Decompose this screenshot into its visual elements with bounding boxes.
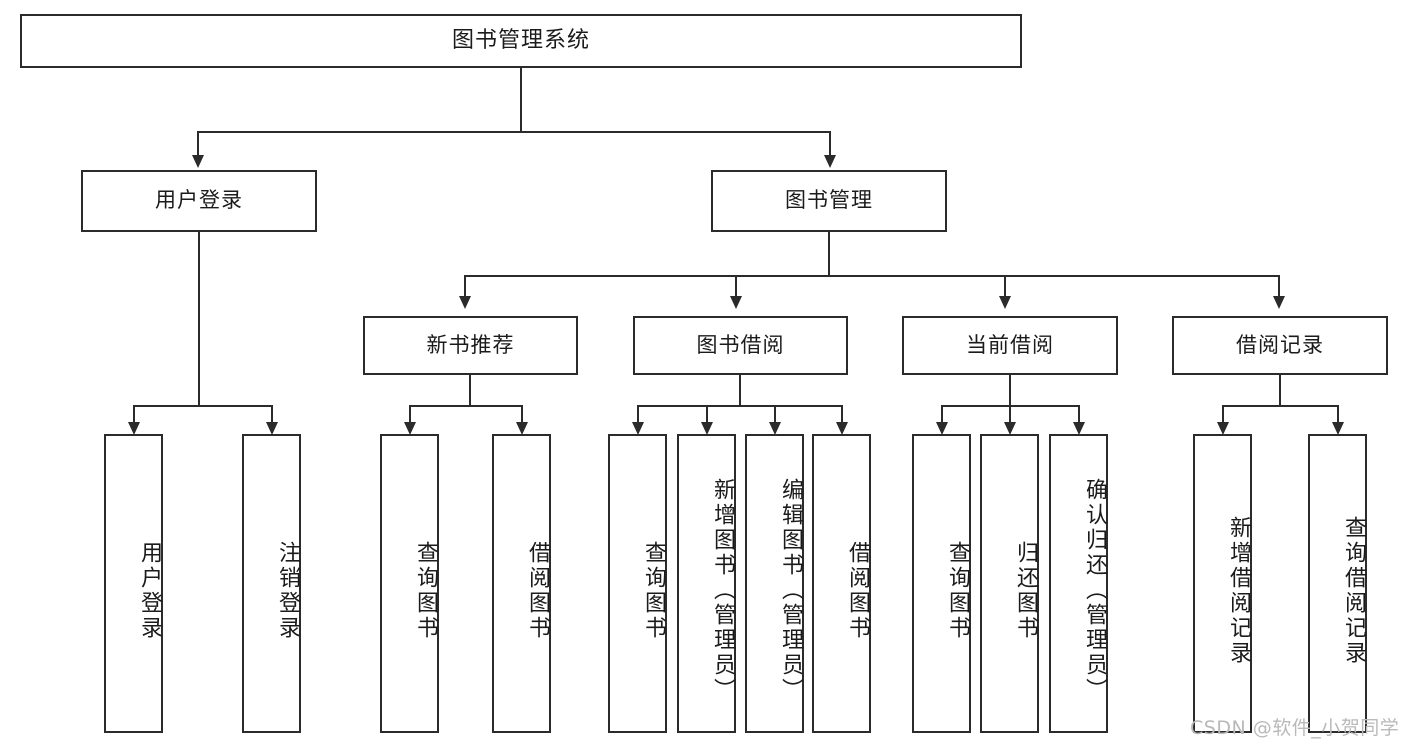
node-book-manage[interactable]: 图书管理 bbox=[711, 170, 947, 232]
arrowhead-new-book-recommend bbox=[459, 296, 471, 309]
node-leaf-query-book-1[interactable]: 查询图书 bbox=[380, 434, 439, 733]
node-leaf-user-login[interactable]: 用户登录 bbox=[104, 434, 163, 733]
connector-bb-stem bbox=[739, 375, 741, 405]
node-leaf-borrow-book-2[interactable]: 借阅图书 bbox=[812, 434, 871, 733]
connector-nbr-stem bbox=[469, 375, 471, 405]
arrowhead-leaf-confirm-return bbox=[1073, 422, 1085, 435]
connector-br-to-leaf-1 bbox=[1222, 405, 1224, 424]
node-root[interactable]: 图书管理系统 bbox=[20, 14, 1022, 68]
arrowhead-leaf-borrow-book-2 bbox=[836, 422, 848, 435]
node-leaf-edit-book[interactable]: 编辑图书（管理员） bbox=[745, 434, 804, 733]
node-current-borrow[interactable]: 当前借阅 bbox=[902, 316, 1118, 375]
connector-bb-to-leaf-1 bbox=[637, 405, 639, 424]
connector-cb-to-leaf-2 bbox=[1009, 405, 1011, 424]
node-new-book-recommend[interactable]: 新书推荐 bbox=[363, 316, 578, 375]
connector-nbr-to-leaf-1 bbox=[409, 405, 411, 424]
arrowhead-leaf-query-book-1 bbox=[404, 422, 416, 435]
arrowhead-leaf-query-book-2 bbox=[632, 422, 644, 435]
connector-bb-to-leaf-3 bbox=[774, 405, 776, 424]
connector-book-manage-bus bbox=[464, 275, 1280, 277]
connector-br-bus bbox=[1222, 405, 1339, 407]
connector-bb-to-leaf-4 bbox=[841, 405, 843, 424]
connector-user-login-to-leaf-2 bbox=[271, 405, 273, 424]
arrowhead-leaf-query-book-3 bbox=[936, 422, 948, 435]
node-leaf-confirm-return[interactable]: 确认归还（管理员） bbox=[1049, 434, 1108, 733]
connector-cb-to-leaf-1 bbox=[941, 405, 943, 424]
connector-br-stem bbox=[1279, 375, 1281, 405]
connector-bm-to-current-borrow bbox=[1004, 275, 1006, 298]
connector-root-to-book-manage bbox=[829, 131, 831, 157]
arrowhead-leaf-logout bbox=[266, 422, 278, 435]
arrowhead-leaf-edit-book bbox=[769, 422, 781, 435]
node-leaf-query-book-3[interactable]: 查询图书 bbox=[912, 434, 971, 733]
connector-book-manage-stem bbox=[828, 232, 830, 275]
connector-root-bus bbox=[197, 131, 831, 133]
connector-bb-to-leaf-2 bbox=[706, 405, 708, 424]
arrowhead-book-manage bbox=[824, 155, 836, 168]
node-leaf-add-record[interactable]: 新增借阅记录 bbox=[1193, 434, 1252, 733]
arrowhead-current-borrow bbox=[999, 296, 1011, 309]
connector-nbr-bus bbox=[409, 405, 523, 407]
arrowhead-book-borrow bbox=[730, 296, 742, 309]
connector-user-login-to-leaf-1 bbox=[133, 405, 135, 424]
arrowhead-leaf-user-login bbox=[128, 422, 140, 435]
node-borrow-record[interactable]: 借阅记录 bbox=[1172, 316, 1388, 375]
connector-root-stem bbox=[520, 68, 522, 131]
connector-bm-to-book-borrow bbox=[735, 275, 737, 298]
arrowhead-leaf-borrow-book-1 bbox=[516, 422, 528, 435]
connector-cb-stem bbox=[1009, 375, 1011, 405]
arrowhead-leaf-return-book bbox=[1004, 422, 1016, 435]
connector-user-login-stem bbox=[198, 232, 200, 405]
arrowhead-leaf-add-record bbox=[1217, 422, 1229, 435]
node-leaf-query-record[interactable]: 查询借阅记录 bbox=[1308, 434, 1367, 733]
arrowhead-user-login bbox=[192, 155, 204, 168]
node-leaf-return-book[interactable]: 归还图书 bbox=[980, 434, 1039, 733]
connector-root-to-user-login bbox=[197, 131, 199, 157]
connector-user-login-bus bbox=[133, 405, 272, 407]
node-leaf-add-book[interactable]: 新增图书（管理员） bbox=[677, 434, 736, 733]
arrowhead-leaf-add-book bbox=[701, 422, 713, 435]
connector-br-to-leaf-2 bbox=[1337, 405, 1339, 424]
arrowhead-borrow-record bbox=[1273, 296, 1285, 309]
connector-bm-to-new-book bbox=[464, 275, 466, 298]
arrowhead-leaf-query-record bbox=[1332, 422, 1344, 435]
connector-nbr-to-leaf-2 bbox=[521, 405, 523, 424]
connector-bm-to-borrow-record bbox=[1278, 275, 1280, 298]
connector-bb-bus bbox=[637, 405, 843, 407]
node-book-borrow[interactable]: 图书借阅 bbox=[633, 316, 848, 375]
node-user-login[interactable]: 用户登录 bbox=[81, 170, 317, 232]
node-leaf-logout[interactable]: 注销登录 bbox=[242, 434, 301, 733]
connector-cb-to-leaf-3 bbox=[1078, 405, 1080, 424]
node-leaf-borrow-book-1[interactable]: 借阅图书 bbox=[492, 434, 551, 733]
node-leaf-query-book-2[interactable]: 查询图书 bbox=[608, 434, 667, 733]
